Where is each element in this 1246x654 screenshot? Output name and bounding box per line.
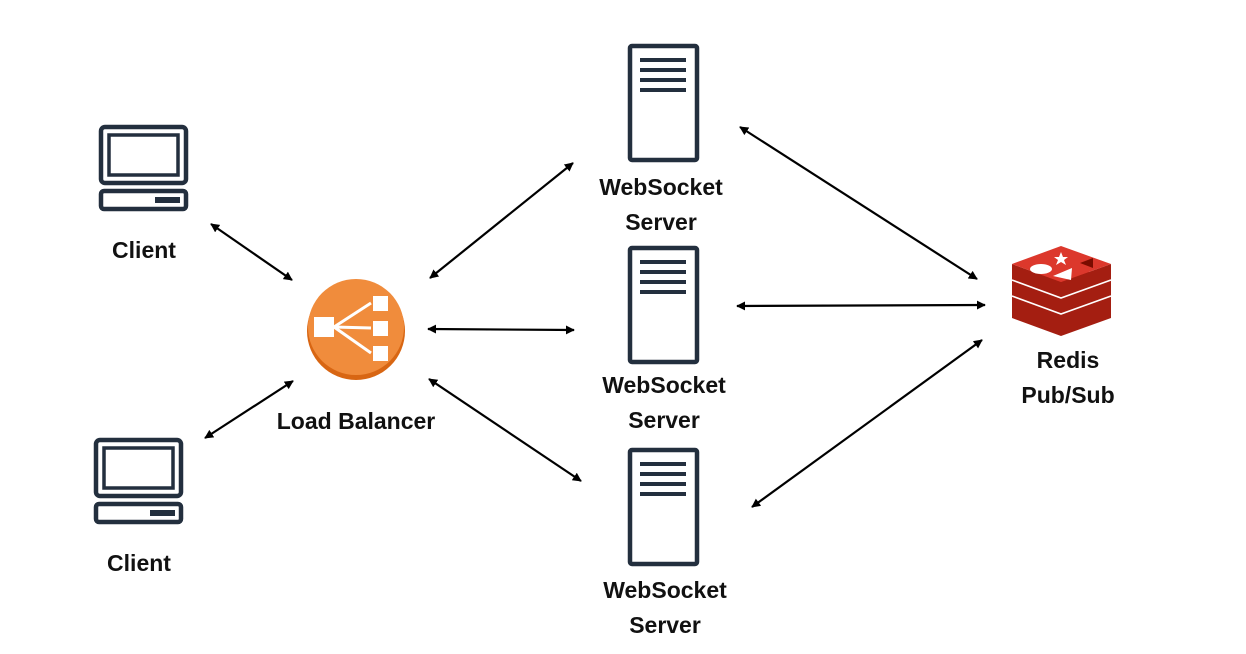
arrow-load-balancer-to-ws-bottom [428, 378, 582, 482]
arrow-ws-top-to-redis [739, 126, 978, 280]
ws-server-middle-label: WebSocket Server [602, 372, 726, 433]
arrow-client-top-to-load-balancer [210, 223, 293, 281]
client-bottom-icon [93, 437, 184, 525]
redis-logo-icon [1011, 246, 1112, 336]
client-bottom-label: Client [107, 550, 171, 576]
ws-server-top-icon [627, 43, 700, 163]
connection-arrows [204, 126, 986, 508]
arrow-ws-bottom-to-redis [751, 339, 983, 508]
arrow-load-balancer-to-ws-top [429, 162, 574, 279]
redis-label: Redis Pub/Sub [1021, 347, 1115, 408]
ws-server-top-label: WebSocket Server [599, 174, 723, 235]
client-top-label: Client [112, 237, 176, 263]
load-balancer-icon [307, 279, 405, 380]
load-balancer-label: Load Balancer [276, 408, 436, 434]
arrow-ws-middle-to-redis [736, 300, 986, 311]
ws-server-bottom-label: WebSocket Server [603, 577, 727, 638]
ws-server-bottom-icon [627, 447, 700, 567]
arrow-client-bottom-to-load-balancer [204, 380, 294, 439]
ws-server-middle-icon [627, 245, 700, 365]
client-top-icon [98, 124, 189, 212]
arrow-load-balancer-to-ws-middle [427, 324, 575, 335]
